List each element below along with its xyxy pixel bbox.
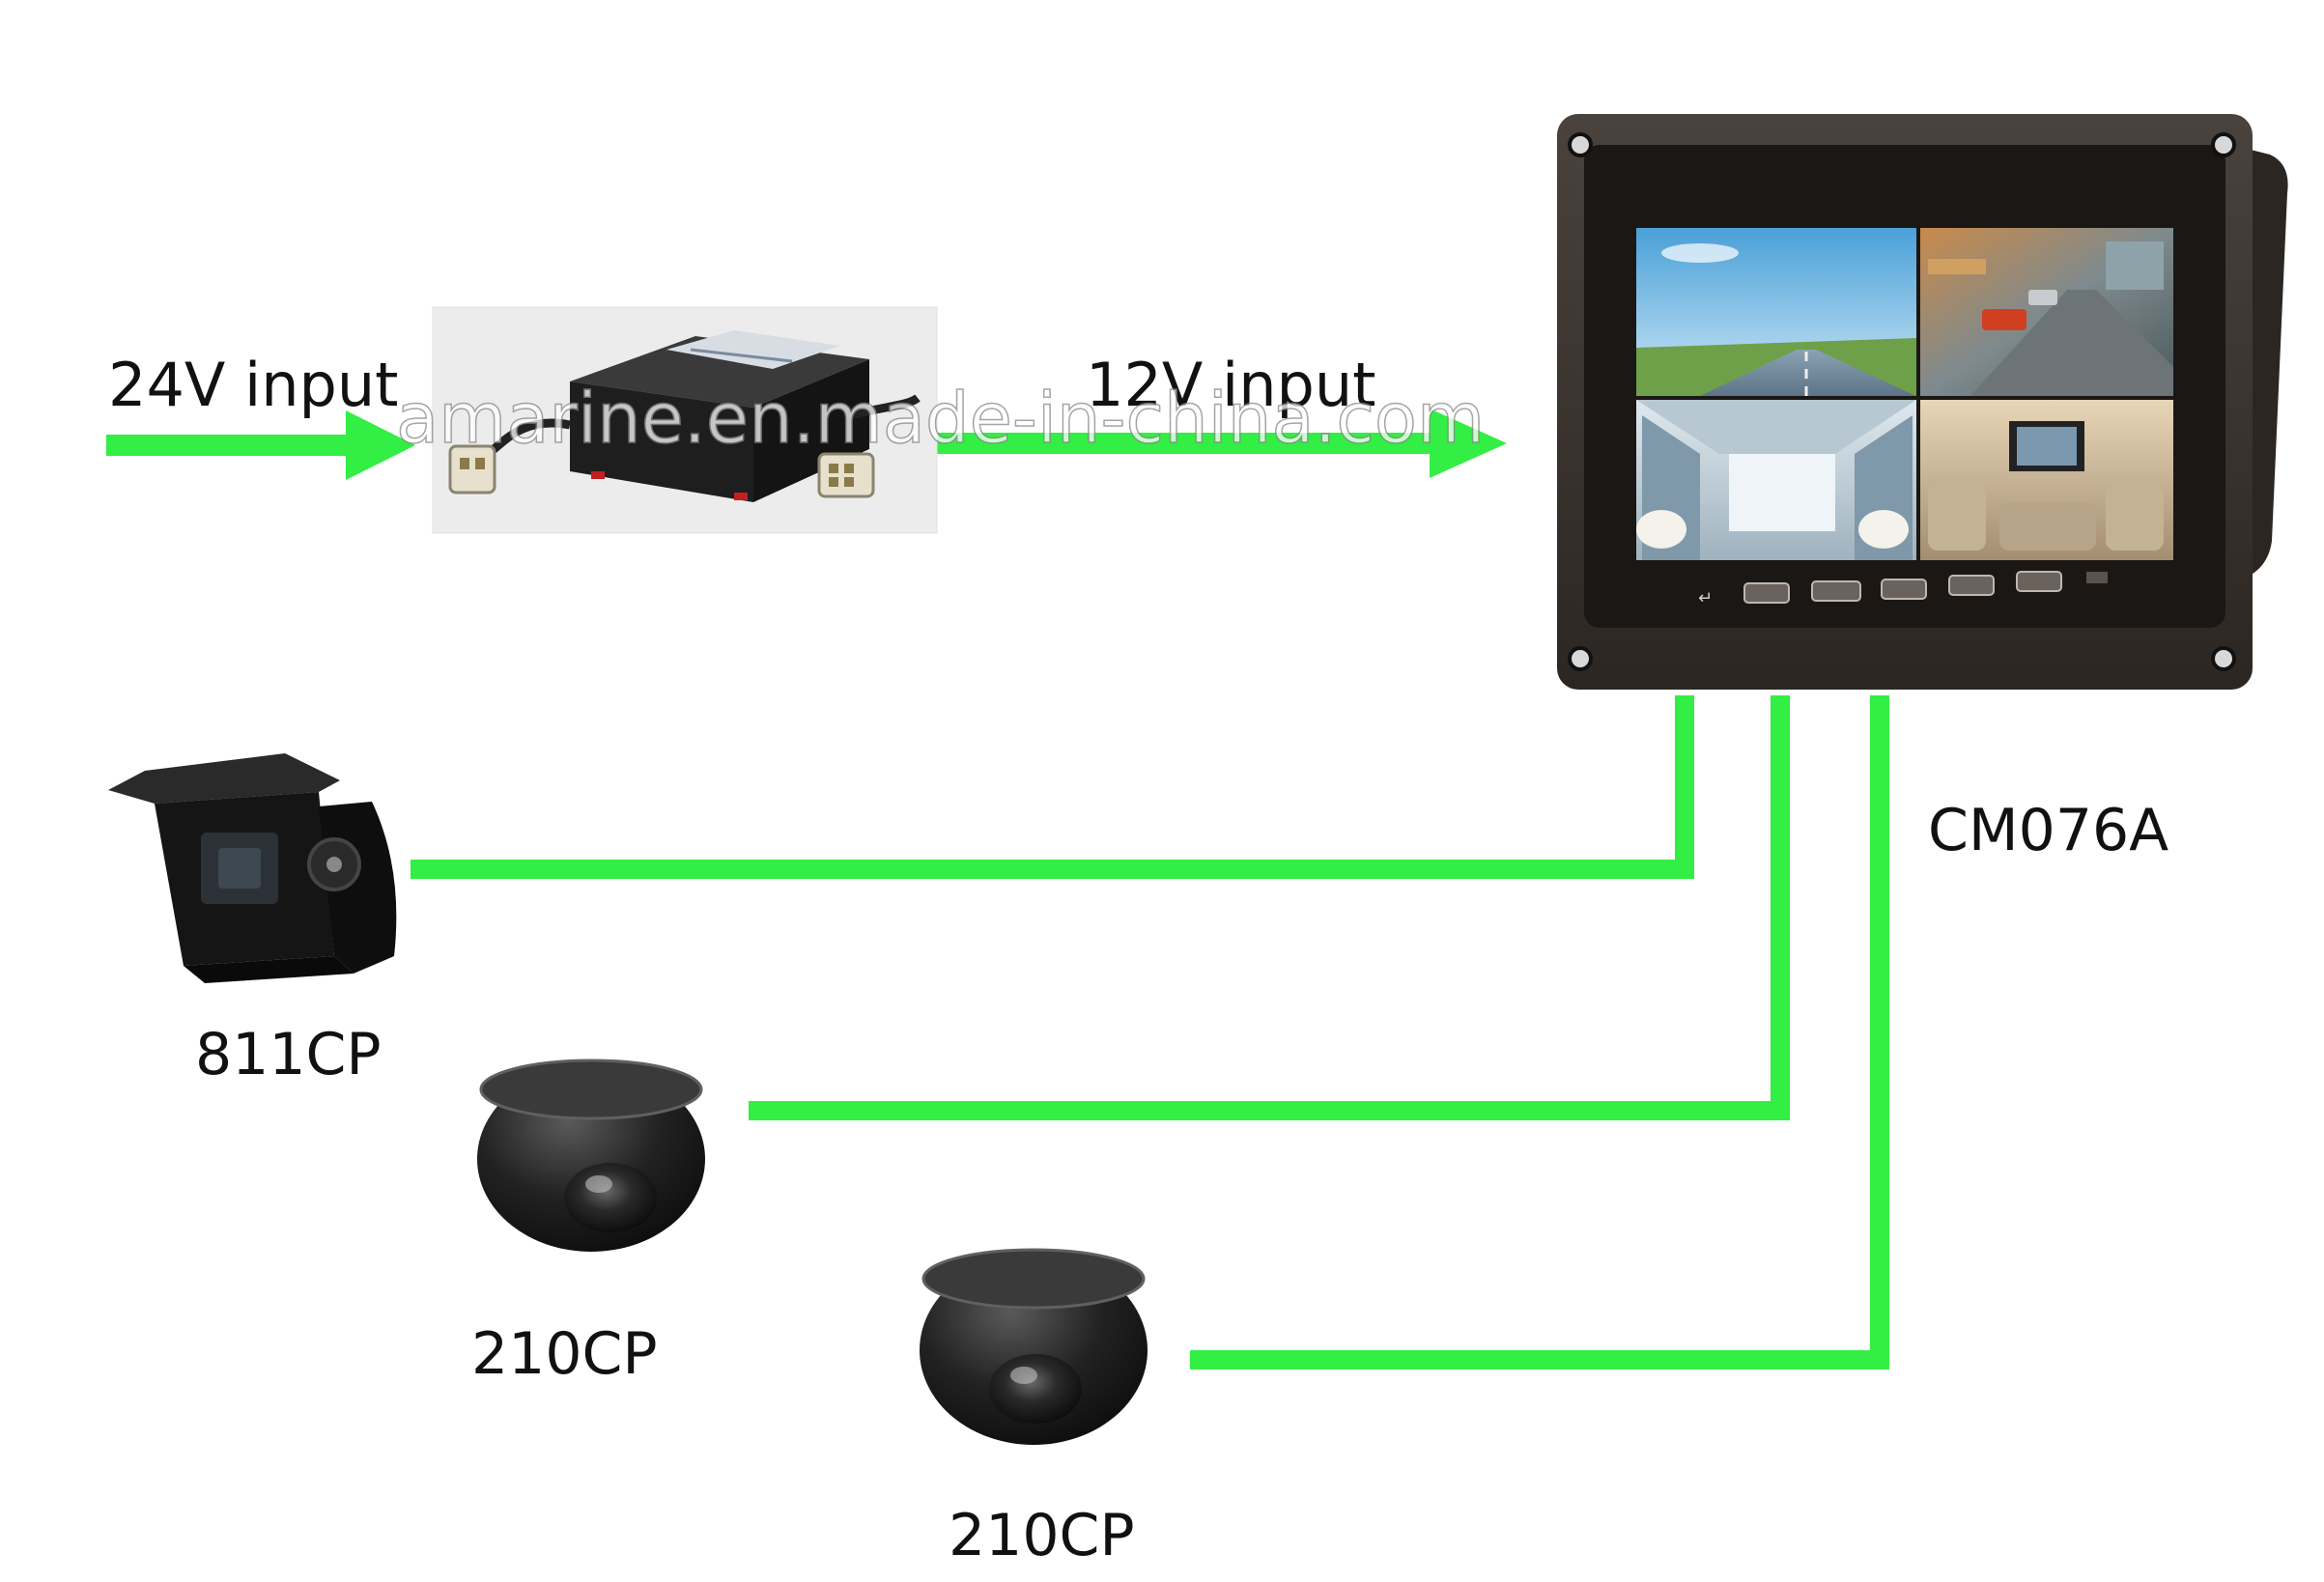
mount-hole-icon: [2211, 132, 2236, 157]
rear-camera-811cp-photo: [108, 753, 397, 983]
menu-minus-button[interactable]: [1743, 582, 1790, 604]
power-arrow-24v: [106, 410, 415, 480]
label-monitor-model: CM076A: [1928, 797, 2168, 864]
dome-camera-210cp-photo-1: [477, 1059, 705, 1252]
monitor-screen: [1636, 228, 2173, 560]
plus-button[interactable]: [1881, 579, 1927, 600]
monitor-buttons: ↵: [1698, 571, 2108, 608]
label-12v-input: 12V input: [1086, 350, 1376, 420]
mount-hole-icon: [1568, 646, 1593, 671]
label-24v-input: 24V input: [108, 350, 399, 420]
wiring: [411, 695, 1889, 1370]
power-icon: ↵: [1698, 588, 1713, 608]
wire-camera-3: [1190, 695, 1889, 1370]
wire-camera-2: [749, 695, 1790, 1120]
label-camera-210cp-1: 210CP: [471, 1320, 658, 1388]
dome-camera-210cp-photo-2: [920, 1248, 1148, 1445]
mode-button[interactable]: [2016, 571, 2062, 592]
wire-camera-1: [411, 695, 1694, 879]
av-button[interactable]: [1948, 575, 1995, 596]
watermark-text: amarine.en.made-in-china.com: [396, 378, 1485, 459]
label-camera-210cp-2: 210CP: [949, 1502, 1135, 1569]
power-arrow-12v: [937, 409, 1507, 478]
mount-hole-icon: [2211, 646, 2236, 671]
mount-hole-icon: [1568, 132, 1593, 157]
menu-button[interactable]: [1811, 580, 1861, 602]
label-camera-811cp: 811CP: [195, 1021, 382, 1088]
led-indicator: [2086, 572, 2108, 583]
quad-monitor-photo: ↵: [1557, 114, 2288, 690]
voltage-converter-photo: [432, 306, 938, 534]
